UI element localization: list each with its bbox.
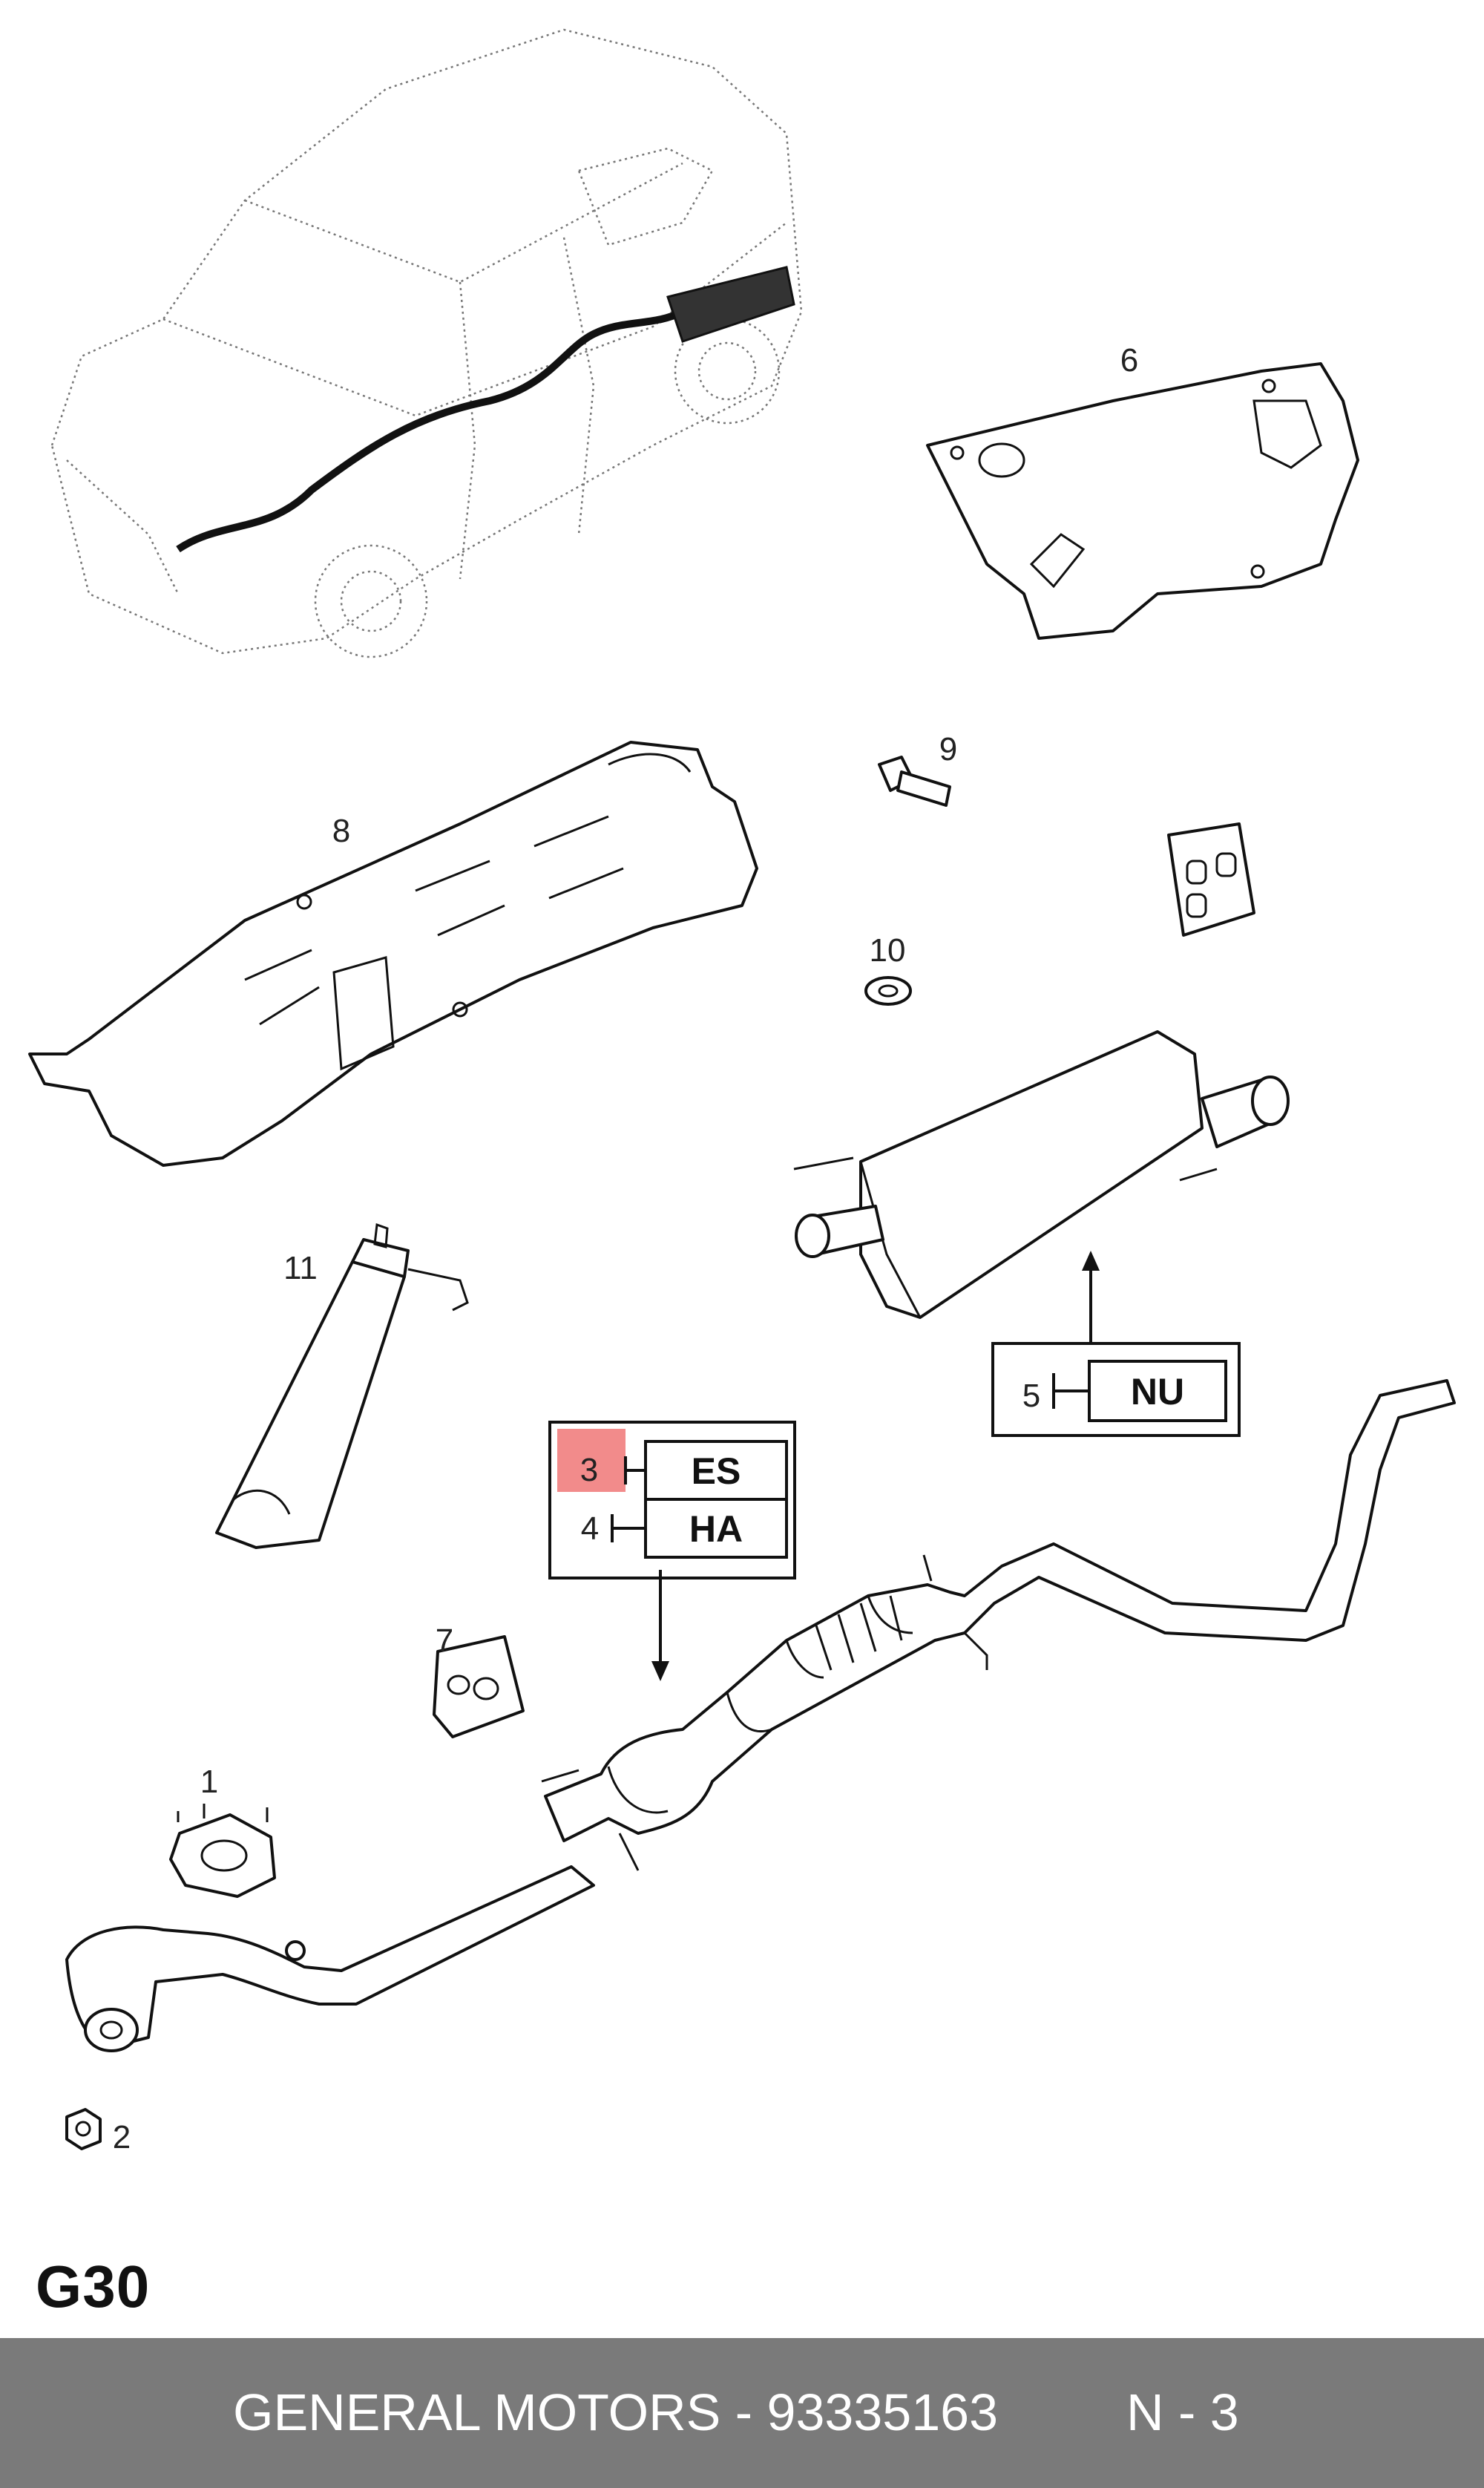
footer-title: GENERAL MOTORS - 93335163 (233, 2383, 998, 2441)
highlight-marker (557, 1429, 626, 1492)
rear-heat-shield (926, 362, 1359, 640)
part-5-code-box: NU (991, 1342, 1241, 1437)
rubber-hanger (1167, 822, 1255, 937)
bolt (878, 756, 951, 807)
code-ha: HA (689, 1508, 743, 1550)
callout-6: 6 (1120, 342, 1138, 379)
catalytic-converter-pipe (541, 1379, 1456, 1871)
rubber-mount (433, 1635, 525, 1738)
callout-7: 7 (436, 1623, 453, 1659)
group-code: G30 (36, 2253, 151, 2320)
callout-2: 2 (113, 2119, 131, 2155)
sealant-tube (215, 1222, 469, 1549)
callout-5: 5 (1022, 1378, 1040, 1414)
vehicle-illustration (50, 28, 803, 658)
callout-1: 1 (200, 1764, 218, 1800)
rear-muffler (793, 1030, 1290, 1319)
flange (169, 1804, 276, 1898)
callout-4: 4 (581, 1510, 599, 1547)
main-heat-shield (28, 741, 758, 1167)
muffler-arrow (1082, 1251, 1100, 1343)
footer-bar: GENERAL MOTORS - 93335163 N - 3 (0, 2338, 1484, 2488)
callout-labels: 1 2 3 4 5 6 7 8 9 10 11 (113, 342, 1138, 2155)
exhaust-system-diagram: NU (28, 28, 1456, 2155)
callout-10: 10 (870, 932, 906, 969)
callout-9: 9 (939, 731, 957, 767)
code-es: ES (692, 1450, 741, 1492)
part-3-4-code-box: ES HA (548, 1421, 796, 1579)
front-exhaust-pipe (65, 1865, 595, 2052)
converter-arrow (651, 1570, 669, 1681)
callout-3: 3 (580, 1452, 598, 1488)
callout-11: 11 (283, 1250, 318, 1286)
washer (864, 976, 912, 1006)
code-nu: NU (1131, 1371, 1184, 1412)
footer-page-number: N - 3 (1126, 2383, 1239, 2441)
callout-8: 8 (332, 813, 350, 849)
nut (65, 2108, 102, 2150)
